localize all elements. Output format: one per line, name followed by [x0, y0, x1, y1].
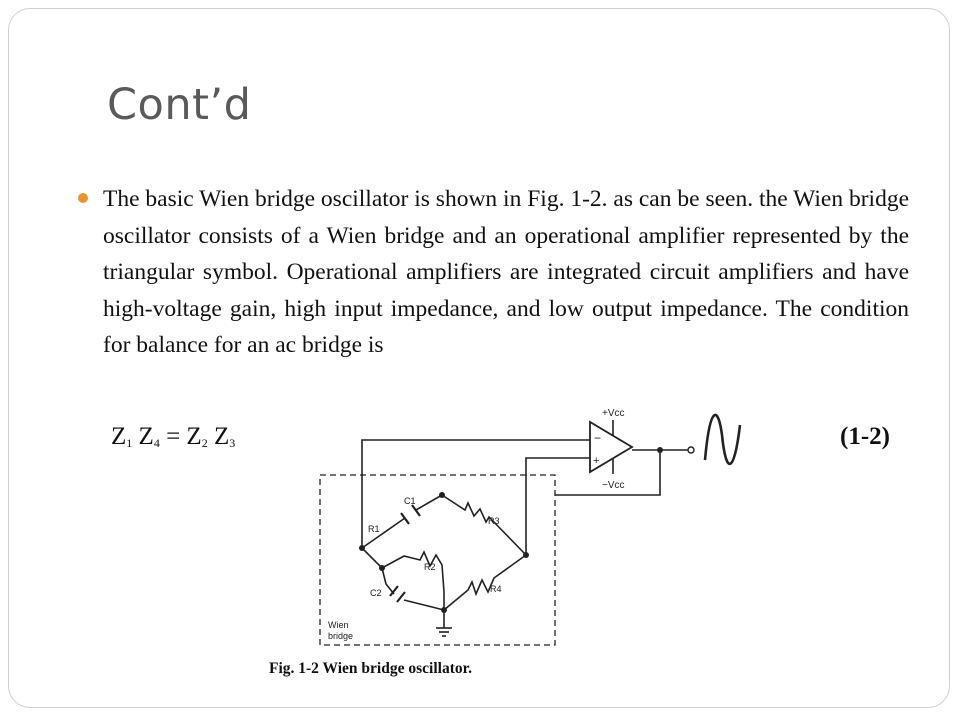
c2-label: C2 — [370, 588, 382, 598]
c1-label: C1 — [404, 496, 416, 506]
equation-number: (1-2) — [840, 423, 890, 450]
figure-caption: Fig. 1-2 Wien bridge oscillator. — [269, 660, 472, 677]
slide-frame — [8, 8, 950, 708]
r1-label: R1 — [368, 524, 380, 534]
r3-label: R3 — [488, 516, 500, 526]
bullet-dot — [78, 193, 88, 203]
noninverting-input-label: + — [593, 455, 599, 467]
balance-equation: Z1 Z4 = Z2 Z3 — [111, 423, 236, 450]
slide-title: Cont’d — [107, 80, 252, 130]
bridge-label: bridge — [328, 631, 353, 641]
inverting-input-label: − — [594, 431, 601, 445]
r4-label: R4 — [490, 584, 502, 594]
vcc-positive-label: +Vcc — [602, 408, 625, 419]
wien-label: Wien — [328, 620, 349, 630]
wien-bridge-circuit-diagram: +Vcc −Vcc − + C1 R1 R3 R2 C2 R4 Wien bri… — [319, 408, 742, 646]
vcc-negative-label: −Vcc — [602, 480, 625, 491]
bullet-paragraph: The basic Wien bridge oscillator is show… — [103, 186, 909, 358]
r2-label: R2 — [424, 562, 436, 572]
